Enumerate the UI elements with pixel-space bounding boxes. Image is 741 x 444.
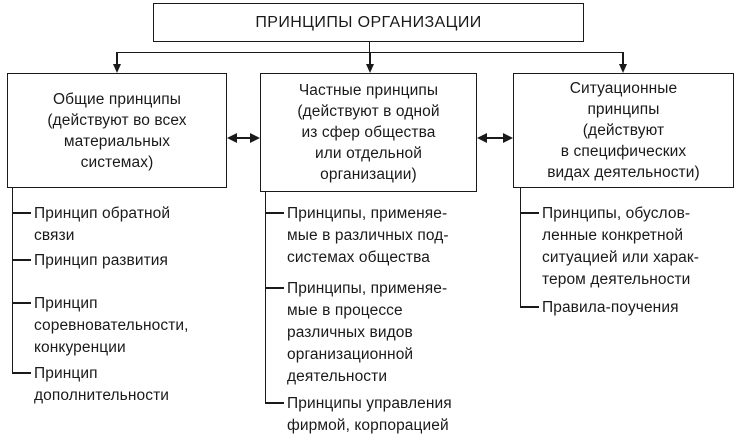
bidirectional-arrow-icon (477, 131, 513, 145)
arrowhead-left-icon (227, 133, 237, 143)
down-arrow-icon (365, 64, 374, 73)
connector-tick (12, 302, 31, 304)
list-item: Принципы, применяе- мые в процессе разли… (265, 278, 487, 388)
connector-tick (265, 402, 284, 404)
list-item: Правила-поучения (520, 297, 738, 319)
drop-line-center (369, 52, 371, 66)
bidirectional-arrow-icon (227, 131, 260, 145)
drop-line-left (116, 52, 118, 66)
box-partial-principles: Частные принципы (действуют в одной из с… (260, 73, 477, 192)
box-general-principles: Общие принципы (действуют во всех матери… (7, 73, 227, 188)
arrowhead-right-icon (250, 133, 260, 143)
down-arrow-icon (112, 64, 121, 73)
list-spine (264, 192, 267, 404)
list-item-label: Принцип обратной связи (34, 205, 171, 244)
list-item-label: Принцип развития (34, 252, 169, 269)
connector-tick (265, 212, 284, 214)
drop-line-right (622, 52, 624, 66)
list-item: Принцип обратной связи (12, 203, 230, 247)
list-item: Принципы управления фирмой, корпорацией (265, 393, 487, 437)
list-item: Принцип соревновательности, конкуренции (12, 293, 230, 359)
list-item-label: Принципы управления фирмой, корпорацией (287, 395, 452, 434)
title-box: ПРИНЦИПЫ ОРГАНИЗАЦИИ (153, 3, 584, 42)
list-spine (11, 188, 14, 373)
title-stub-line (368, 42, 371, 53)
list-spine (519, 188, 522, 308)
down-arrow-icon (618, 64, 627, 73)
connector-tick (265, 287, 284, 289)
connector-tick (520, 306, 539, 308)
diagram-title: ПРИНЦИПЫ ОРГАНИЗАЦИИ (255, 14, 482, 31)
box-situational-principles: Ситуационные принципы (действуют в специ… (513, 73, 734, 188)
list-item: Принципы, применяе- мые в различных под-… (265, 203, 487, 269)
list-item-label: Принцип соревновательности, конкуренции (34, 295, 189, 356)
arrow-shaft (485, 137, 505, 139)
connector-tick (12, 259, 31, 261)
box-situational-label: Ситуационные принципы (действуют в специ… (547, 80, 700, 181)
list-item-label: Принципы, обуслов- ленные конкретной сит… (542, 205, 700, 288)
arrowhead-right-icon (503, 133, 513, 143)
list-item: Принципы, обуслов- ленные конкретной сит… (520, 203, 738, 291)
list-item-label: Принципы, применяе- мые в различных под-… (287, 205, 449, 266)
list-item-label: Принципы, применяе- мые в процессе разли… (287, 280, 448, 385)
arrow-shaft (235, 137, 252, 139)
box-partial-label: Частные принципы (действуют в одной из с… (297, 82, 440, 183)
connector-tick (12, 212, 31, 214)
connector-tick (520, 212, 539, 214)
list-item: Принцип развития (12, 250, 230, 272)
list-item-label: Правила-поучения (542, 299, 679, 316)
list-item-label: Принцип дополнительности (34, 365, 170, 404)
list-item: Принцип дополнительности (12, 363, 230, 407)
arrowhead-left-icon (477, 133, 487, 143)
box-general-label: Общие принципы (действуют во всех матери… (47, 90, 187, 171)
connector-tick (12, 372, 31, 374)
